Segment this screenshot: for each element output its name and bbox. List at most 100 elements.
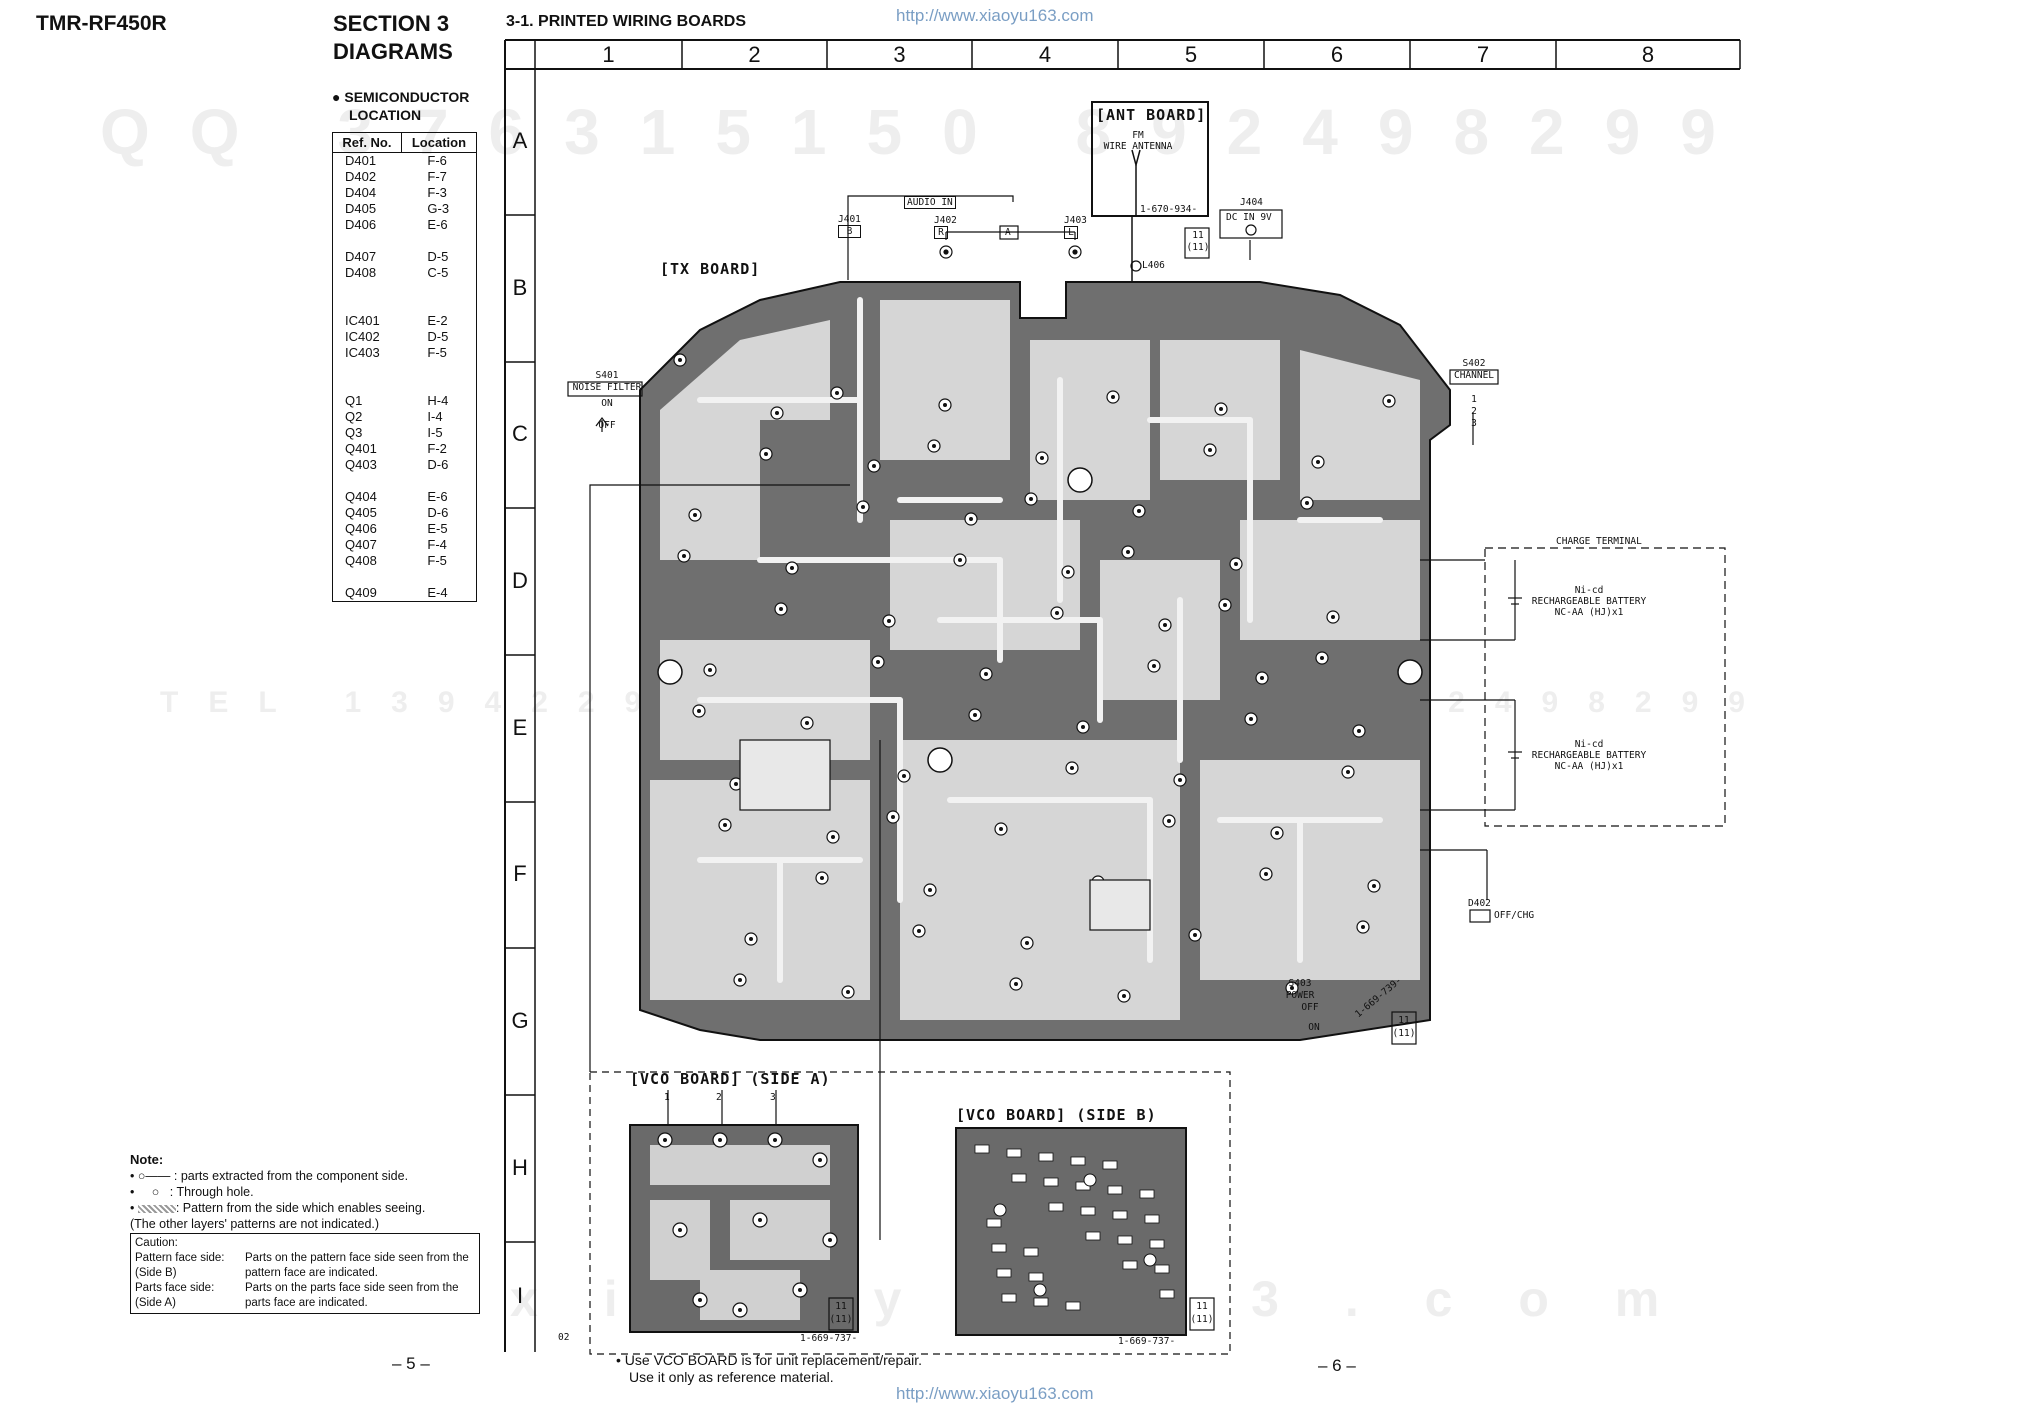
ant-part-number: 1-670-934-	[1140, 204, 1198, 215]
section-number: SECTION 3	[333, 11, 450, 36]
table-row: Q408 F-5	[333, 553, 477, 569]
s401-label: S401 NOISE FILTER ON OFF	[572, 370, 642, 431]
audio-in-label: AUDIO IN	[904, 196, 956, 209]
ref-cell: Q405	[345, 505, 377, 520]
semiconductor-heading: ● SEMICONDUCTOR LOCATION	[332, 89, 470, 123]
vco-pin-3: 3	[770, 1092, 776, 1103]
vco-footnote: • Use VCO BOARD is for unit replacement/…	[616, 1352, 923, 1385]
grid-row-A: A	[512, 128, 528, 153]
grid-row-G: G	[511, 1007, 529, 1033]
location-cell: I-5	[427, 425, 443, 440]
vco-pin-2: 2	[716, 1092, 722, 1103]
location-cell: F-5	[427, 553, 447, 568]
location-cell: F-7	[427, 169, 447, 184]
table-row: D404 F-3	[333, 185, 477, 201]
caution-box: Caution: Pattern face side:Parts on the …	[130, 1233, 480, 1314]
col-location-header: Location	[400, 132, 478, 153]
ref-cell: Q409	[345, 585, 377, 600]
ref-cell: Q406	[345, 521, 377, 536]
grid-column-3: 3	[893, 42, 906, 67]
charge-terminal	[1420, 547, 1726, 900]
ref-cell: Q408	[345, 553, 377, 568]
model-name: TMR-RF450R	[36, 12, 167, 35]
vco-side-b-label: [VCO BOARD] (SIDE B)	[956, 1106, 1157, 1124]
location-cell: E-4	[427, 585, 448, 600]
vco-frame	[589, 484, 1231, 1355]
page-number-left: – 5 –	[392, 1354, 430, 1373]
section-name: DIAGRAMS	[333, 39, 453, 64]
location-cell: E-6	[427, 489, 448, 504]
url-bottom[interactable]: http://www.xiaoyu163.com	[896, 1384, 1094, 1403]
charge-terminal-label: CHARGE TERMINAL	[1556, 536, 1642, 547]
note-line-3: • : Pattern from the side which enables …	[130, 1201, 426, 1215]
location-cell: D-5	[427, 329, 449, 344]
ref-cell: Q3	[345, 425, 363, 440]
ref-cell: D407	[345, 249, 377, 264]
grid-column-4: 4	[1038, 42, 1052, 67]
ref-cell: Q403	[345, 457, 377, 472]
l406-label: L406	[1142, 260, 1165, 271]
grid-row-E: E	[512, 714, 528, 740]
location-cell: G-3	[427, 201, 450, 216]
location-cell: F-2	[427, 441, 447, 456]
j404-label: J404	[1240, 197, 1263, 208]
location-cell: F-4	[427, 537, 447, 552]
grid-column-6: 6	[1330, 42, 1344, 67]
grid-column-1: 1	[602, 42, 615, 67]
vco-board-side-b	[955, 1127, 1187, 1336]
extracted-part-icon: ○——	[137, 1169, 171, 1183]
location-cell: E-2	[427, 313, 448, 328]
page-number-right: – 6 –	[1318, 1356, 1356, 1375]
ref-cell: IC403	[345, 345, 380, 360]
grid-row-B: B	[512, 274, 528, 300]
tx-side-marker: 11(11)	[1392, 1015, 1416, 1039]
ref-cell: IC402	[345, 329, 380, 344]
grid-row-H: H	[512, 1154, 528, 1180]
table-row: Q404 E-6	[333, 489, 477, 505]
pattern-shade-icon	[137, 1204, 176, 1213]
tx-board-label: [TX BOARD]	[660, 260, 761, 278]
location-cell: F-3	[427, 185, 447, 200]
fm-antenna-label: FM WIRE ANTENNA	[1103, 130, 1173, 152]
location-cell: C-5	[427, 265, 449, 280]
vco-a-part-number: 1-669-737-	[800, 1333, 858, 1344]
grid-row-F: F	[513, 861, 527, 886]
grid-row-I: I	[516, 1283, 524, 1308]
d402-label: D402 OFF/CHG	[1468, 898, 1535, 921]
url-top[interactable]: http://www.xiaoyu163.com	[896, 6, 1094, 25]
page-subtitle: 3-1. PRINTED WIRING BOARDS	[506, 13, 747, 30]
table-row: IC402 D-5	[333, 329, 477, 345]
ref-cell: Q404	[345, 489, 377, 504]
note-line-1: • ○—— : parts extracted from the compone…	[130, 1169, 409, 1183]
notes-title: Note:	[130, 1152, 164, 1167]
a-box-label: A	[1005, 227, 1011, 238]
table-row: Q3 I-5	[333, 425, 477, 441]
vco-b-side-marker: 11(11)	[1190, 1301, 1214, 1325]
ref-cell: D406	[345, 217, 377, 232]
ref-cell: D404	[345, 185, 377, 200]
ant-board-label: [ANT BOARD]	[1096, 106, 1207, 124]
note-line-4: (The other layers' patterns are not indi…	[130, 1217, 380, 1231]
vco-pin-1: 1	[664, 1092, 670, 1103]
vco-b-part-number: 1-669-737-	[1118, 1336, 1176, 1347]
col-ref-header: Ref. No.	[332, 132, 402, 153]
grid-column-8: 8	[1641, 42, 1655, 67]
ref-cell: D401	[345, 153, 377, 168]
vco-board-side-a	[629, 1124, 859, 1333]
